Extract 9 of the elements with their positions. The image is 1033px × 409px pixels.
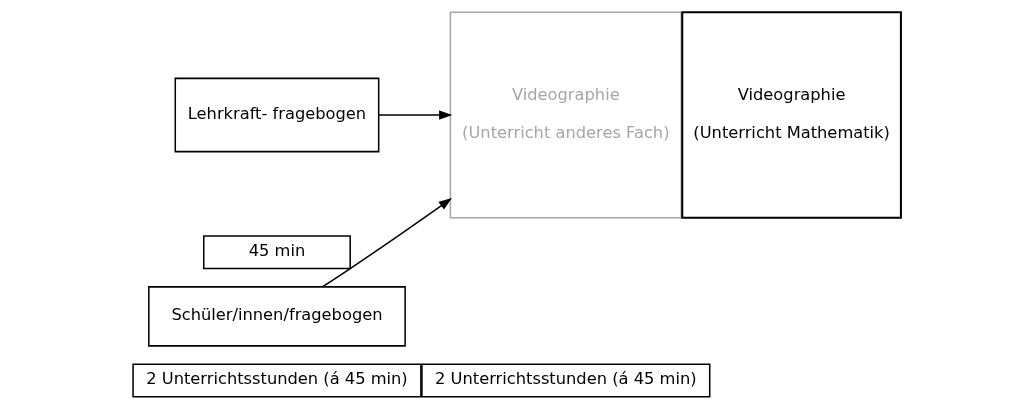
- node-box: 2 Unterrichtsstunden (á 45 min): [420, 363, 710, 398]
- node-box: Lehrkraft- fragebogen: [174, 77, 379, 153]
- node-box: 45 min: [202, 235, 351, 270]
- node-box: Videographie (Unterricht Mathematik): [680, 11, 902, 219]
- arrow: [321, 198, 452, 288]
- node-box: Videographie (Unterricht anderes Fach): [449, 11, 682, 219]
- node-box: 2 Unterrichtsstunden (á 45 min): [131, 363, 422, 398]
- arrow: [377, 110, 452, 120]
- node-box: Schüler/innen/fragebogen: [147, 286, 406, 347]
